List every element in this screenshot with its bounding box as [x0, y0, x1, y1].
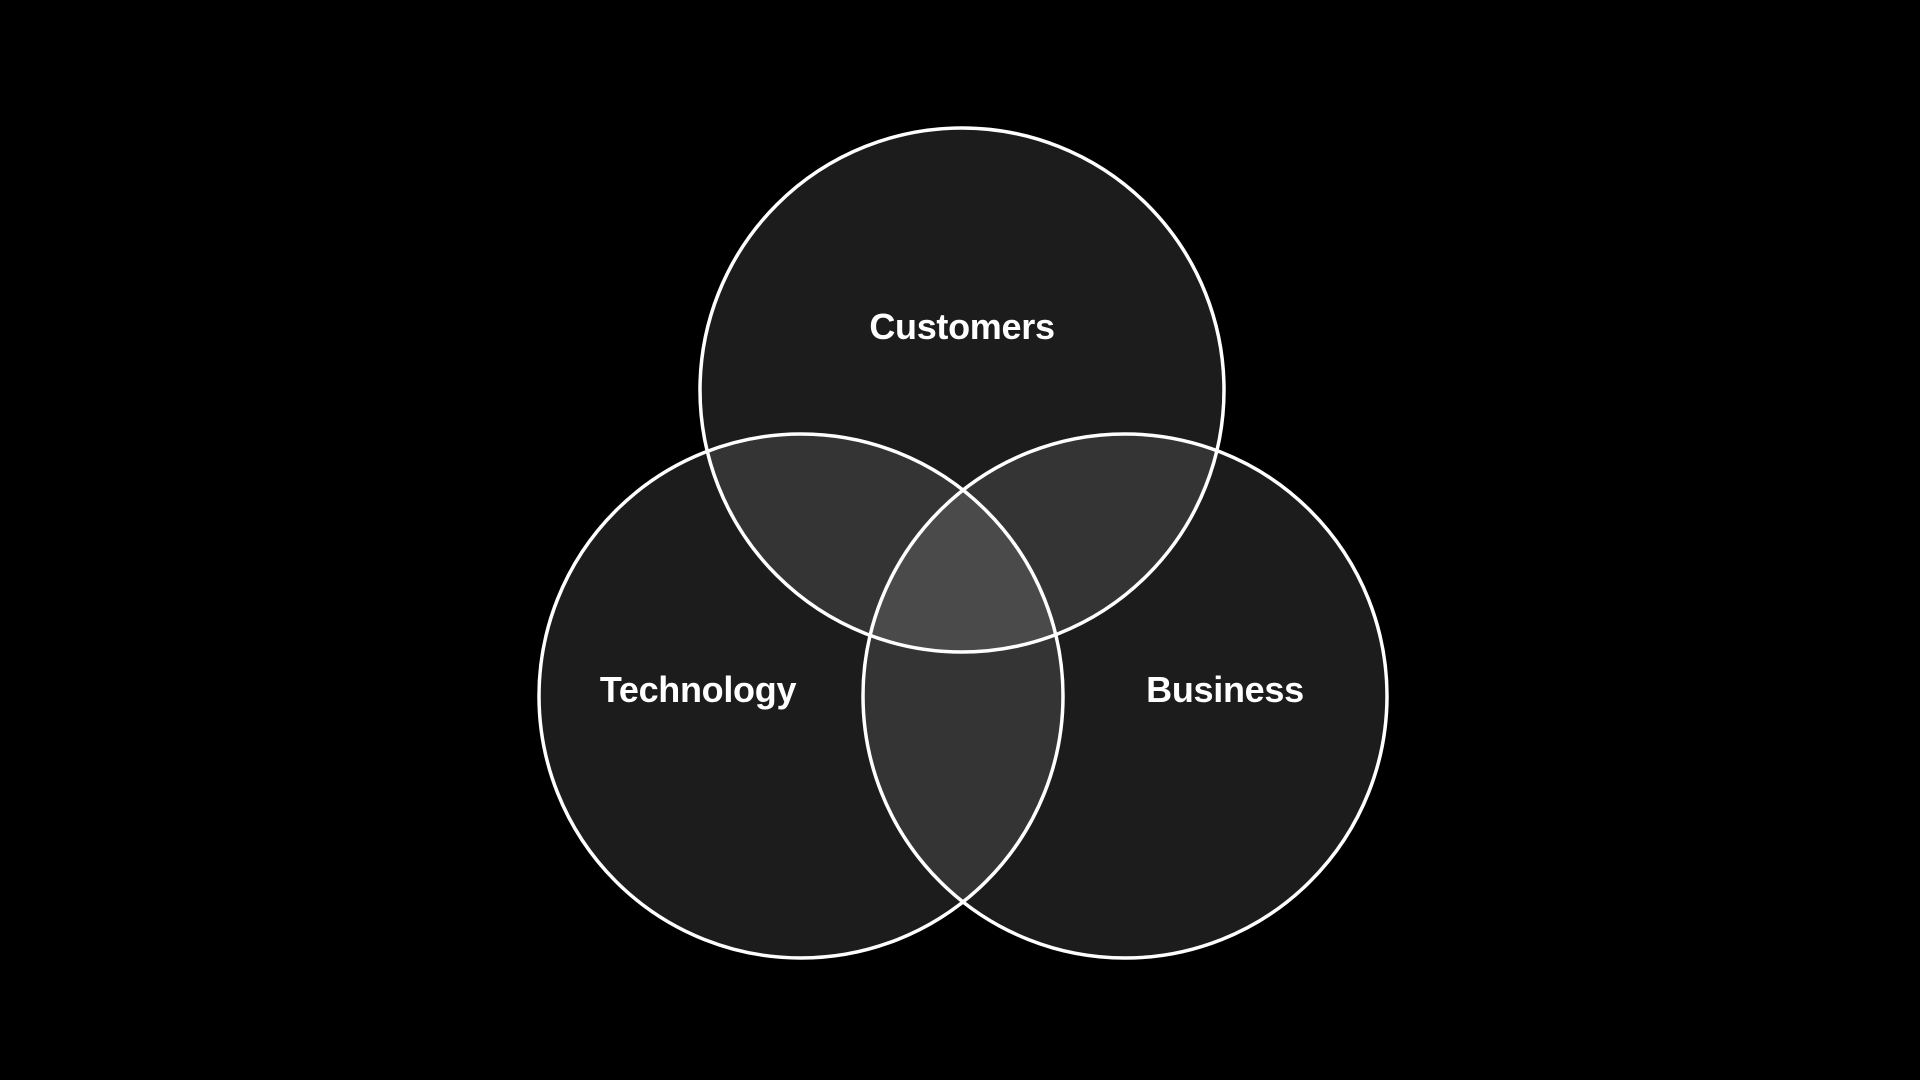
venn-outlines — [537, 126, 1389, 960]
technology-label: Technology — [599, 669, 797, 710]
technology-circle-outline — [537, 432, 1065, 960]
business-circle-fill — [863, 434, 1387, 958]
business-label: Business — [1146, 669, 1304, 710]
venn-fills — [539, 128, 1387, 958]
business-circle-outline — [861, 432, 1389, 960]
customers-circle-outline — [698, 126, 1226, 654]
technology-circle-fill — [539, 434, 1063, 958]
customers-circle-fill — [700, 128, 1224, 652]
customers-label: Customers — [869, 306, 1055, 347]
